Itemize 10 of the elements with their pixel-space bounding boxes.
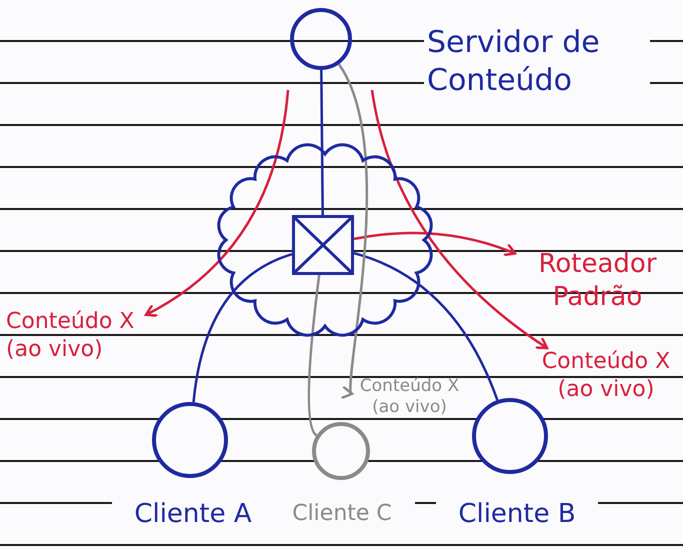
connector-line bbox=[320, 70, 324, 216]
annotation-text: Conteúdo X (ao vivo) bbox=[6, 308, 146, 392]
arrow bbox=[354, 232, 516, 257]
connector-line bbox=[308, 274, 320, 436]
arrow bbox=[370, 90, 548, 350]
arrow bbox=[144, 90, 290, 316]
annotation-text: Conteúdo X (ao vivo) bbox=[352, 376, 467, 428]
annotation-text: Conteúdo X (ao vivo) bbox=[532, 348, 680, 424]
connector-line bbox=[354, 252, 499, 401]
router-box bbox=[292, 215, 354, 275]
